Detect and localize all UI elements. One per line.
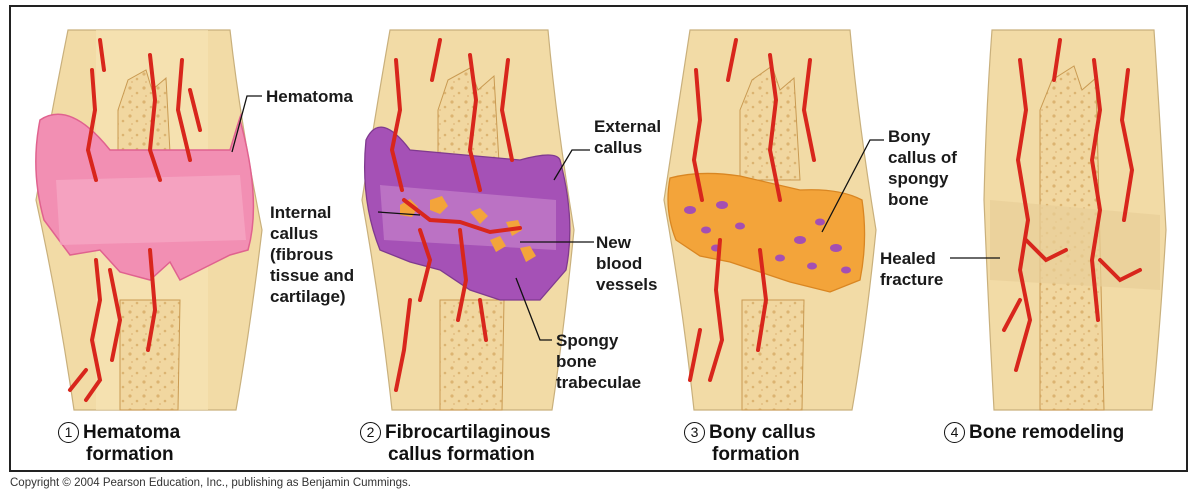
stage-number-1: 1 <box>58 422 79 443</box>
label-internal-callus-line3: (fibrous <box>270 244 354 265</box>
label-new-blood-vessels-line2: blood <box>596 253 657 274</box>
label-internal-callus-line1: Internal <box>270 202 354 223</box>
label-spongy-bone-trabeculae: Spongy bone trabeculae <box>556 330 641 393</box>
stage-title-3-line1: Bony callus <box>709 422 816 443</box>
label-spongy-line1: Spongy <box>556 330 641 351</box>
label-healed-fracture-line2: fracture <box>880 269 943 290</box>
stage-number-4: 4 <box>944 422 965 443</box>
stage-title-3-line2: formation <box>684 444 816 466</box>
panel-3-bony-callus <box>664 30 876 410</box>
label-healed-fracture-line1: Healed <box>880 248 943 269</box>
stage-title-2-line2: callus formation <box>360 444 551 466</box>
label-new-blood-vessels-line1: New <box>596 232 657 253</box>
label-hematoma-text: Hematoma <box>266 87 353 106</box>
label-bony-callus-line4: bone <box>888 189 957 210</box>
label-new-blood-vessels: New blood vessels <box>596 232 657 295</box>
label-internal-callus-line2: callus <box>270 223 354 244</box>
panel-4-remodeling <box>984 30 1166 410</box>
label-spongy-line2: bone <box>556 351 641 372</box>
label-new-blood-vessels-line3: vessels <box>596 274 657 295</box>
label-external-callus-line1: External <box>594 116 661 137</box>
label-internal-callus: Internal callus (fibrous tissue and cart… <box>270 202 354 307</box>
stage-title-4-line1: Bone remodeling <box>969 422 1124 443</box>
label-bony-callus-line3: spongy <box>888 168 957 189</box>
bone-fragment-lower-3 <box>742 300 804 410</box>
bone-fragment-lower-1 <box>120 300 180 410</box>
hematoma-band <box>56 175 246 245</box>
label-bony-callus-line2: callus of <box>888 147 957 168</box>
stage-number-3: 3 <box>684 422 705 443</box>
stage-title-2-line1: Fibrocartilaginous <box>385 422 551 443</box>
panel-2-fibrocartilaginous <box>362 30 574 410</box>
label-bony-callus: Bony callus of spongy bone <box>888 126 957 210</box>
healed-fracture-zone <box>990 200 1160 290</box>
panel-1-hematoma <box>36 30 262 410</box>
copyright-notice: Copyright © 2004 Pearson Education, Inc.… <box>10 476 411 490</box>
label-spongy-line3: trabeculae <box>556 372 641 393</box>
label-external-callus-line2: callus <box>594 137 661 158</box>
label-healed-fracture: Healed fracture <box>880 248 943 290</box>
label-bony-callus-line1: Bony <box>888 126 957 147</box>
stage-title-1-line1: Hematoma <box>83 422 180 443</box>
label-internal-callus-line5: cartilage) <box>270 286 354 307</box>
label-external-callus: External callus <box>594 116 661 158</box>
bone-fragment-lower-2 <box>440 300 504 410</box>
label-hematoma: Hematoma <box>266 86 353 107</box>
stage-title-1-line2: formation <box>58 444 180 466</box>
stage-number-2: 2 <box>360 422 381 443</box>
label-internal-callus-line4: tissue and <box>270 265 354 286</box>
